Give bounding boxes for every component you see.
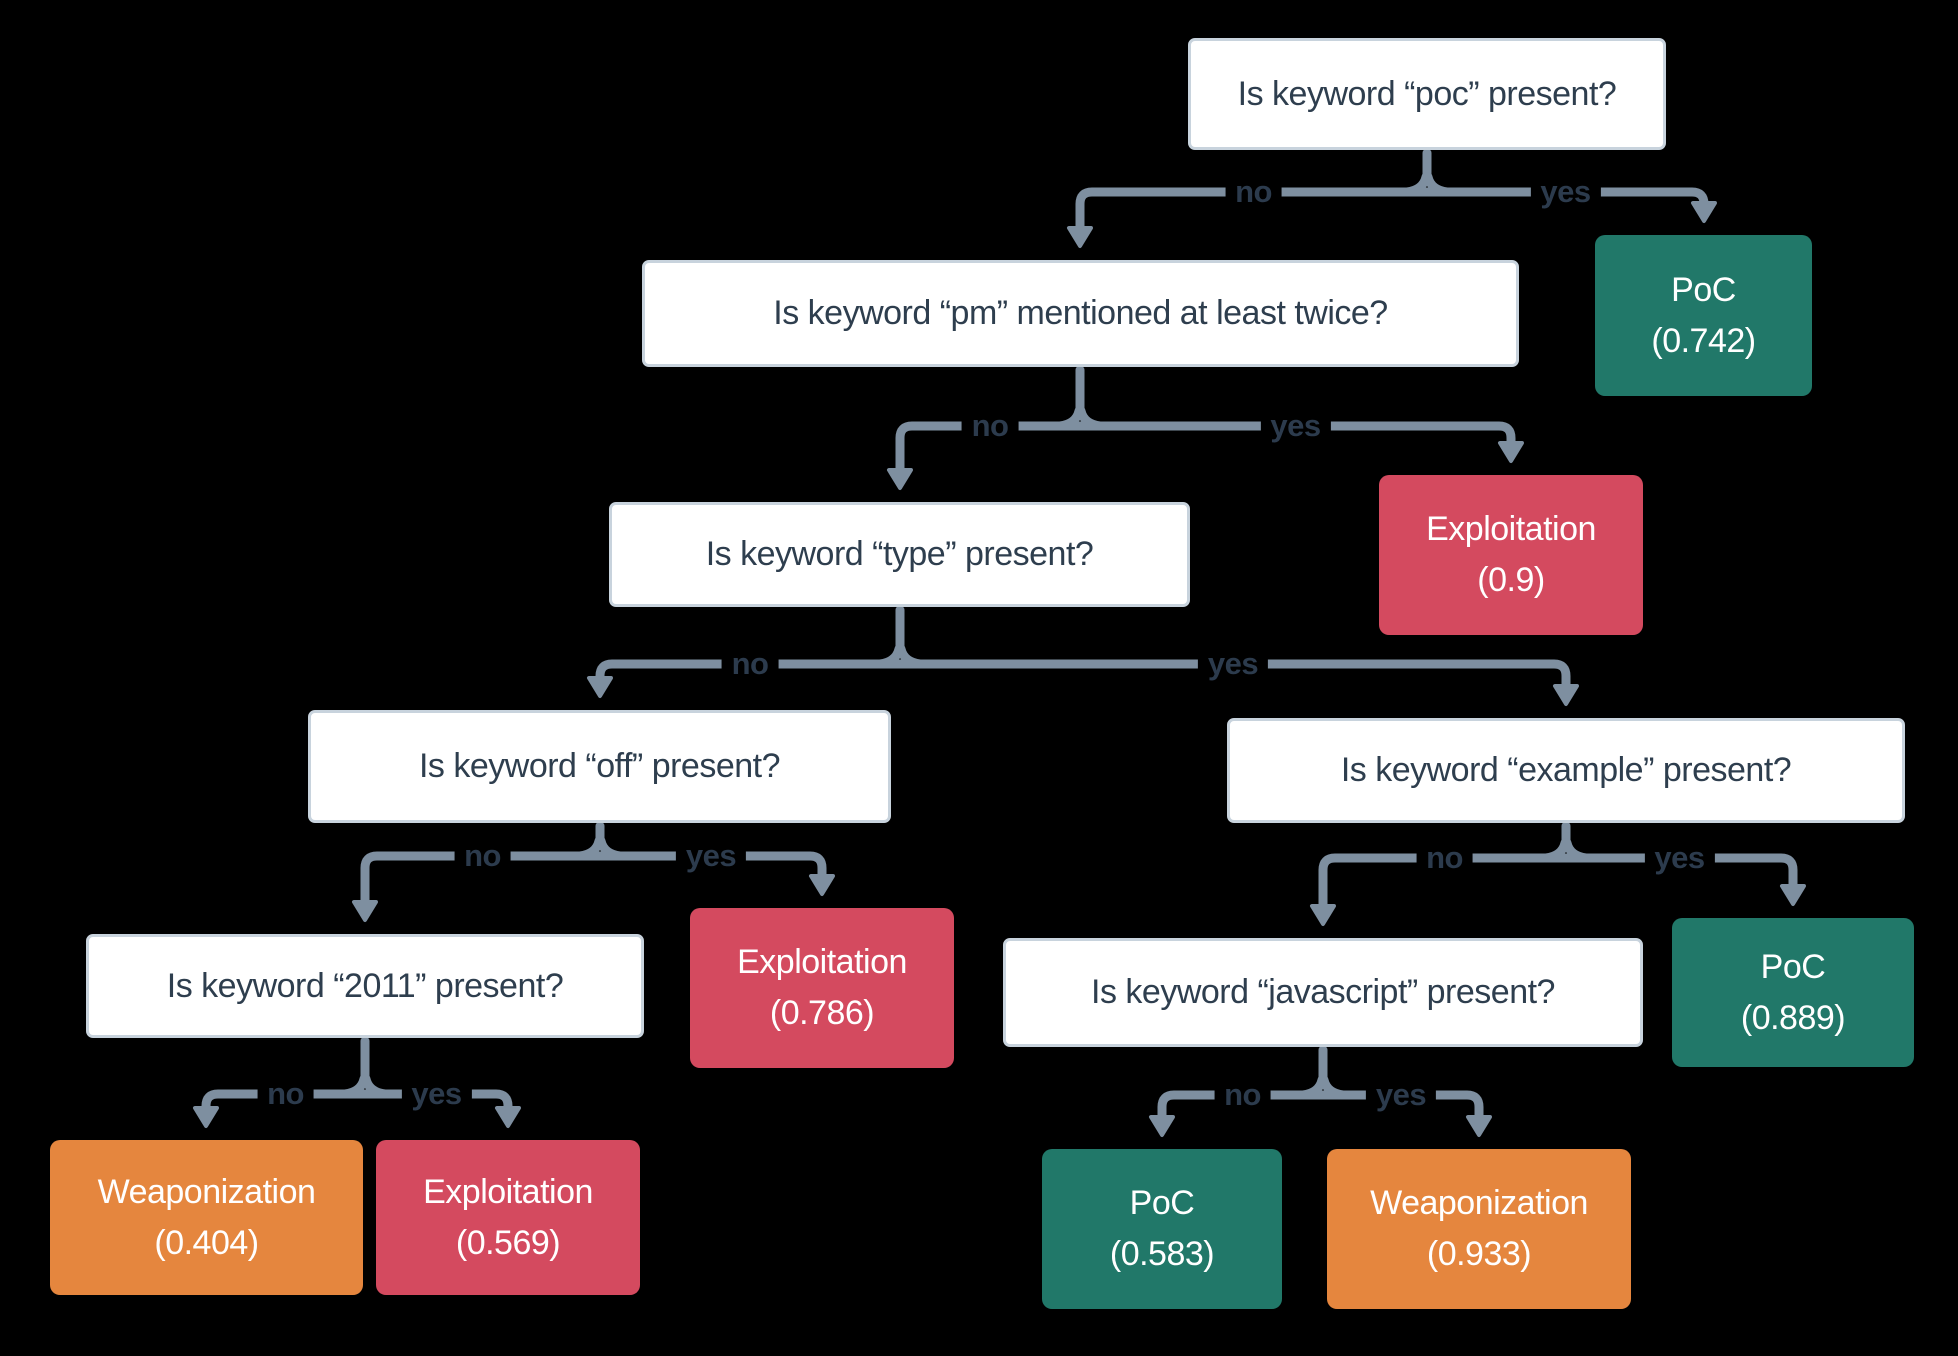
- edge-label-yes-q-pm: yes: [1260, 408, 1331, 444]
- question-text: Is keyword “off” present?: [418, 747, 781, 785]
- leaf-score-label: (0.742): [1651, 321, 1756, 360]
- question-node-q-pm: Is keyword “pm” mentioned at least twice…: [642, 260, 1519, 367]
- leaf-score-label: (0.404): [154, 1223, 259, 1262]
- branch-flare-left-q-poc: [1402, 172, 1431, 197]
- question-node-q-type: Is keyword “type” present?: [609, 502, 1190, 607]
- arrow-down-icon: [1067, 226, 1093, 248]
- leaf-class-label: Exploitation: [1426, 510, 1596, 548]
- leaf-score-label: (0.569): [455, 1223, 561, 1262]
- edge-label-yes-q-poc: yes: [1530, 174, 1601, 210]
- branch-flare-left-q-example: [1541, 838, 1570, 863]
- branch-rail-q-example: [1318, 853, 1798, 913]
- leaf-node-leaf-expl-900: Exploitation (0.9): [1379, 475, 1643, 635]
- leaf-node-leaf-weap-933: Weaponization (0.933): [1327, 1149, 1631, 1309]
- branch-flare-left-q-javascript: [1298, 1075, 1327, 1100]
- question-node-q-javascript: Is keyword “javascript” present?: [1003, 938, 1643, 1047]
- edge-label-no-q-poc: no: [1225, 174, 1282, 210]
- branch-flare-right-q-example: [1562, 838, 1591, 863]
- branch-rail-q-javascript: [1157, 1090, 1484, 1124]
- leaf-score-label: (0.786): [769, 994, 875, 1032]
- edge-label-no-q-type: no: [721, 646, 779, 682]
- leaf-node-leaf-poc-742: PoC (0.742): [1595, 235, 1812, 396]
- question-text: Is keyword “poc” present?: [1237, 74, 1617, 113]
- arrow-down-icon: [1466, 1115, 1492, 1137]
- arrow-down-icon: [495, 1106, 521, 1128]
- branch-flare-right-q-2011: [361, 1074, 390, 1099]
- question-text: Is keyword “type” present?: [705, 535, 1094, 573]
- leaf-node-leaf-poc-889: PoC (0.889): [1672, 918, 1914, 1067]
- arrow-down-icon: [809, 874, 835, 896]
- leaf-node-leaf-expl-786: Exploitation (0.786): [690, 908, 954, 1068]
- leaf-score-label: (0.9): [1477, 561, 1545, 599]
- arrow-down-icon: [193, 1106, 219, 1128]
- question-text: Is keyword “javascript” present?: [1091, 973, 1555, 1011]
- question-node-q-off: Is keyword “off” present?: [308, 710, 891, 823]
- edge-label-no-q-javascript: no: [1214, 1077, 1271, 1113]
- question-node-q-poc: Is keyword “poc” present?: [1188, 38, 1666, 150]
- arrow-down-icon: [1149, 1115, 1175, 1137]
- arrow-down-icon: [1780, 884, 1806, 906]
- arrow-down-icon: [1310, 904, 1336, 926]
- edge-label-yes-q-off: yes: [675, 838, 747, 874]
- branch-flare-left-q-type: [875, 644, 904, 669]
- question-node-q-example: Is keyword “example” present?: [1227, 718, 1905, 823]
- branch-flare-right-q-poc: [1423, 172, 1452, 197]
- edge-label-yes-q-2011: yes: [401, 1076, 472, 1112]
- arrow-down-icon: [1498, 441, 1524, 463]
- leaf-node-leaf-weap-404: Weaponization (0.404): [50, 1140, 363, 1295]
- leaf-class-label: PoC: [1760, 947, 1826, 986]
- edge-label-no-q-off: no: [454, 838, 511, 874]
- question-node-q-2011: Is keyword “2011” present?: [86, 934, 644, 1038]
- branch-flare-right-q-pm: [1076, 406, 1105, 431]
- question-text: Is keyword “2011” present?: [166, 966, 564, 1005]
- leaf-node-leaf-expl-569: Exploitation (0.569): [376, 1140, 640, 1295]
- branch-flare-left-q-2011: [340, 1074, 369, 1099]
- branch-flare-left-q-off: [575, 836, 604, 861]
- arrow-down-icon: [1691, 201, 1717, 223]
- leaf-node-leaf-poc-583: PoC (0.583): [1042, 1149, 1282, 1309]
- arrow-down-icon: [587, 676, 613, 698]
- leaf-score-label: (0.933): [1426, 1235, 1532, 1273]
- question-text: Is keyword “example” present?: [1340, 751, 1792, 789]
- leaf-score-label: (0.583): [1109, 1235, 1215, 1273]
- branch-rail-q-type: [595, 659, 1571, 693]
- edge-label-yes-q-example: yes: [1644, 840, 1715, 876]
- edge-label-no-q-example: no: [1416, 840, 1473, 876]
- arrow-down-icon: [1553, 684, 1579, 706]
- edge-label-yes-q-type: yes: [1197, 646, 1269, 682]
- branch-rail-q-poc: [1075, 187, 1709, 235]
- branch-flare-left-q-pm: [1055, 406, 1084, 431]
- question-text: Is keyword “pm” mentioned at least twice…: [773, 294, 1388, 332]
- leaf-class-label: Exploitation: [737, 943, 907, 981]
- leaf-class-label: PoC: [1671, 270, 1736, 309]
- edge-label-no-q-2011: no: [257, 1076, 314, 1112]
- leaf-class-label: Weaponization: [1370, 1184, 1588, 1222]
- arrow-down-icon: [887, 468, 913, 490]
- branch-rail-q-off: [360, 851, 827, 909]
- arrow-down-icon: [352, 900, 378, 922]
- edge-label-yes-q-javascript: yes: [1365, 1077, 1437, 1113]
- branch-flare-right-q-off: [596, 836, 625, 861]
- leaf-score-label: (0.889): [1740, 998, 1846, 1037]
- branch-rail-q-pm: [895, 421, 1516, 477]
- leaf-class-label: Weaponization: [97, 1172, 316, 1211]
- leaf-class-label: PoC: [1129, 1184, 1195, 1222]
- leaf-class-label: Exploitation: [423, 1172, 593, 1211]
- edge-label-no-q-pm: no: [961, 408, 1019, 444]
- branch-flare-right-q-type: [896, 644, 925, 669]
- branch-flare-right-q-javascript: [1319, 1075, 1348, 1100]
